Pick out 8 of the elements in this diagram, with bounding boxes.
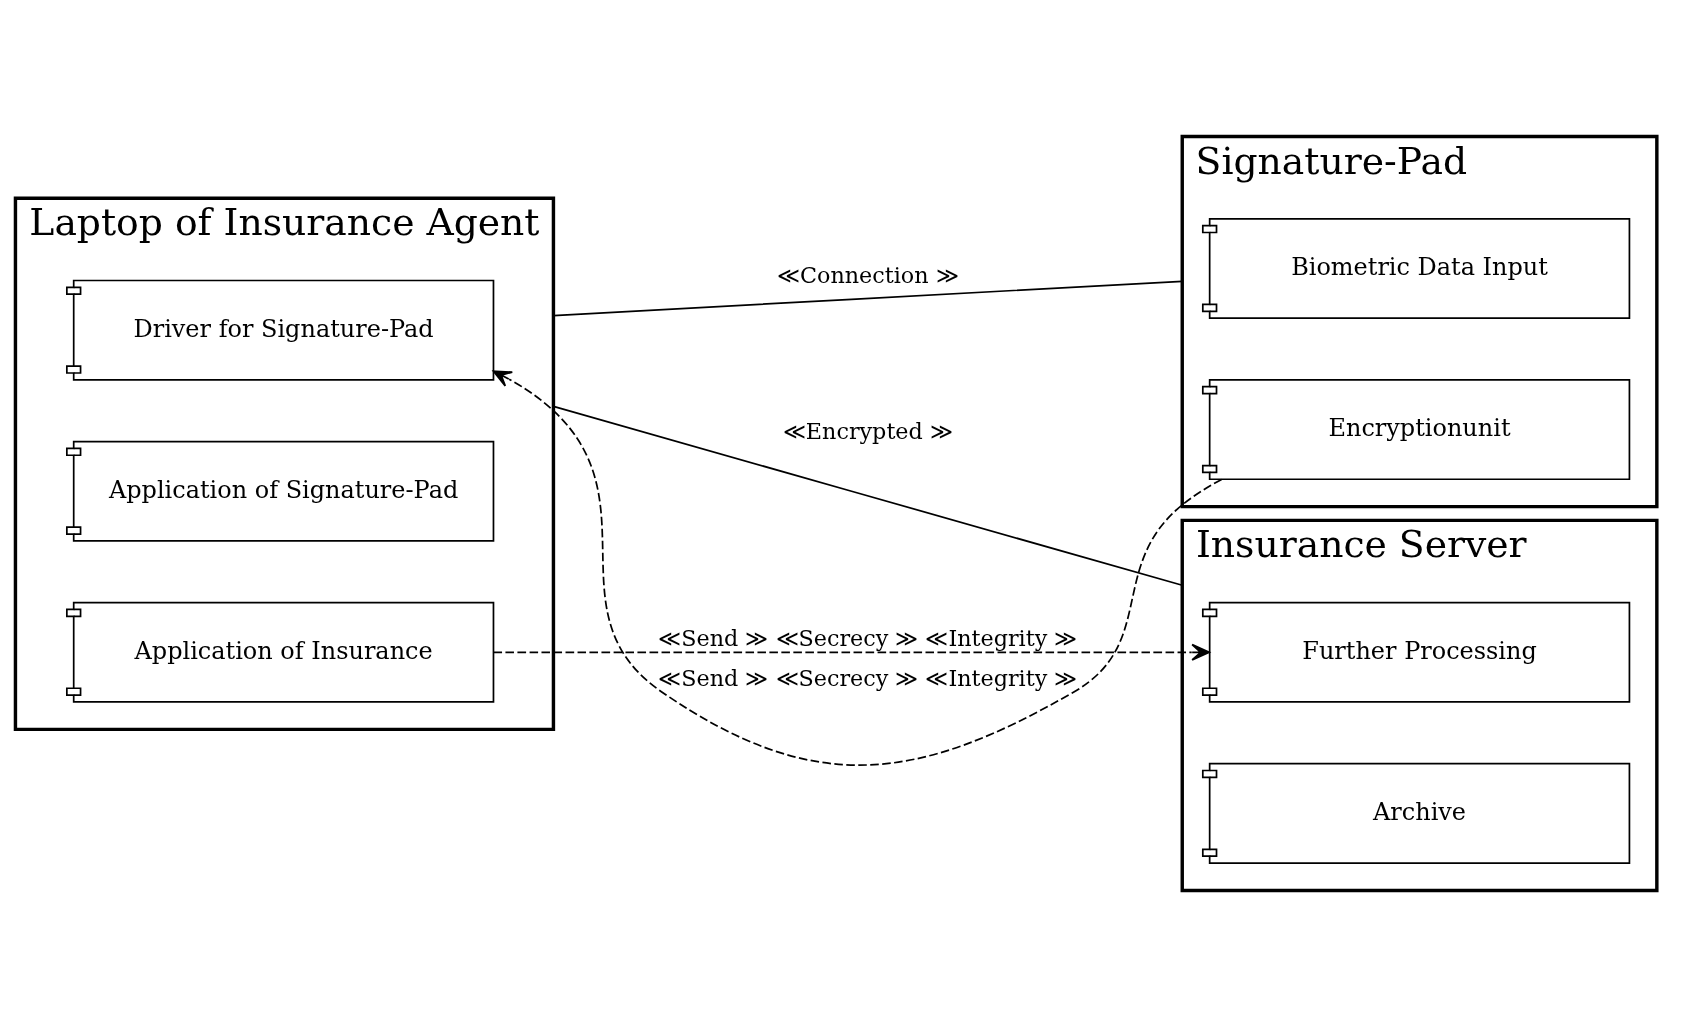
edge-label: ≪Encrypted ≫ [782, 417, 953, 444]
connector [552, 280, 1184, 317]
edge-label: ≪Send ≫ ≪Secrecy ≫ ≪Integrity ≫ [658, 625, 1078, 652]
edge-label: ≪Connection ≫ [777, 261, 959, 288]
connector [552, 405, 1184, 587]
edge-label: ≪Send ≫ ≪Secrecy ≫ ≪Integrity ≫ [658, 664, 1078, 691]
arrow [492, 643, 1211, 661]
arrow [492, 370, 1223, 766]
